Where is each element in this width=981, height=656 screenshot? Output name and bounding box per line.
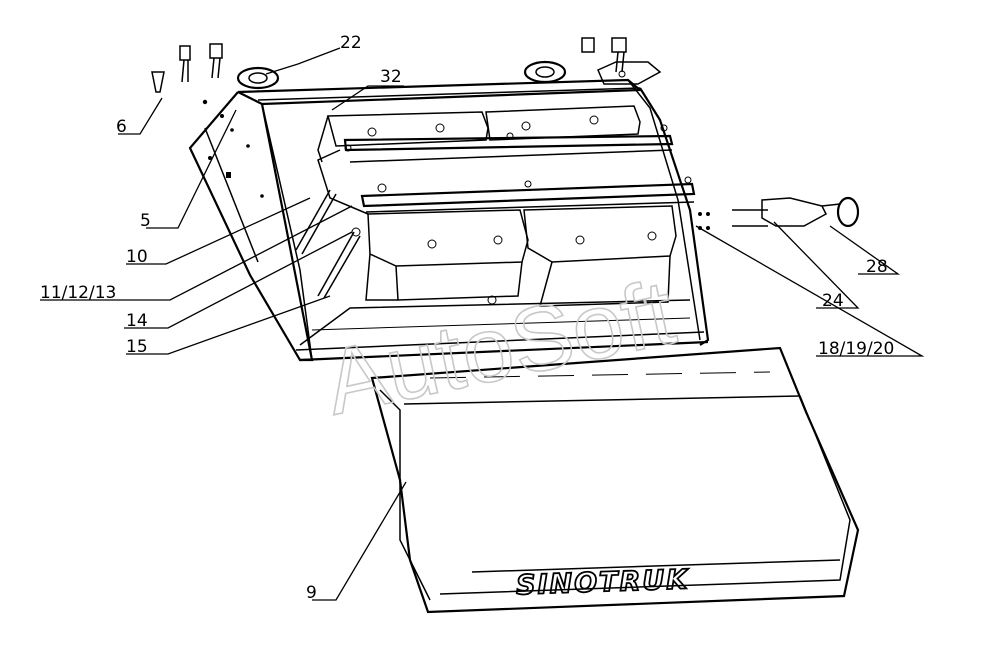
callout-24: 24	[822, 291, 844, 311]
callout-15: 15	[126, 337, 148, 357]
battery-right-front	[523, 205, 677, 307]
leader-lines	[40, 47, 925, 601]
cover-brand-text: SINOTRUK	[516, 564, 690, 601]
battery-left-front	[317, 149, 529, 301]
battery-right-rear	[485, 105, 641, 141]
battery-box-cover: SINOTRUK	[370, 346, 860, 614]
callout-9: 9	[306, 583, 317, 603]
callout-labels: 22 32 6 5 10 11/12/13 14 15 28 24 18/19/…	[40, 33, 894, 603]
battery-left-rear	[317, 111, 489, 163]
callout-18-19-20: 18/19/20	[818, 339, 894, 359]
callout-22: 22	[340, 33, 362, 53]
j-bolts	[295, 124, 692, 305]
battery-box-frame	[188, 78, 710, 362]
battery-switch	[698, 196, 860, 230]
callout-10: 10	[126, 247, 148, 267]
callout-5: 5	[140, 211, 151, 231]
watermark-text: AutoSoft	[317, 261, 683, 434]
rubber-bushing-left	[236, 66, 280, 90]
hold-down-bar-front	[360, 182, 696, 213]
callout-6: 6	[116, 117, 127, 137]
callout-32: 32	[380, 67, 402, 87]
callout-11-12-13: 11/12/13	[40, 283, 116, 303]
corner-bracket-right	[597, 61, 662, 85]
callout-14: 14	[126, 311, 148, 331]
callout-28: 28	[866, 257, 888, 277]
rubber-bushing-right	[523, 60, 567, 84]
